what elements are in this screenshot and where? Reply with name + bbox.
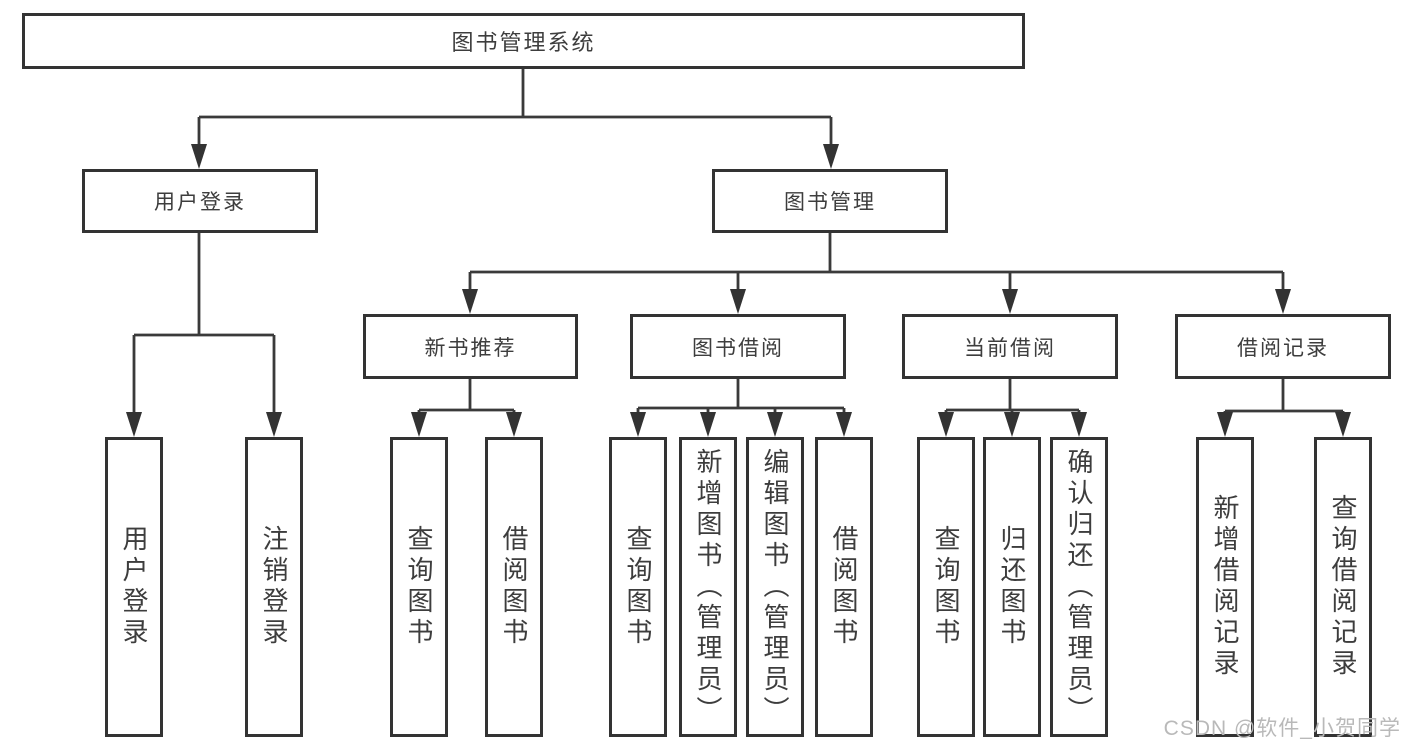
connector-borrow-records xyxy=(1223,379,1345,418)
node-system-root: 图书管理系统 xyxy=(22,13,1025,69)
arrowhead xyxy=(411,412,427,437)
leaf-return-books: 归还图书 xyxy=(983,437,1041,737)
arrowhead xyxy=(506,412,522,437)
csdn-watermark: CSDN @软件_小贺同学 xyxy=(1163,717,1401,740)
leaf-add-books-admin: 新增图书（管理员） xyxy=(679,437,737,737)
leaf-borrow-books-recommend: 借阅图书 xyxy=(485,437,543,737)
arrowhead xyxy=(1335,412,1351,437)
leaf-query-books-borrow: 查询图书 xyxy=(609,437,667,737)
leaf-logout: 注销登录 xyxy=(245,437,303,737)
arrowhead xyxy=(630,412,646,437)
arrowhead xyxy=(823,144,839,169)
connector-book-management xyxy=(468,233,1285,295)
node-new-book-recommend: 新书推荐 xyxy=(363,314,578,379)
leaf-query-borrow-record: 查询借阅记录 xyxy=(1314,437,1372,737)
arrowhead xyxy=(266,412,282,437)
connector-root xyxy=(197,69,833,150)
arrowhead xyxy=(1275,289,1291,314)
arrowhead xyxy=(191,144,207,169)
leaf-query-books-current: 查询图书 xyxy=(917,437,975,737)
connector-new-book xyxy=(417,379,516,418)
arrowhead xyxy=(938,412,954,437)
node-book-management: 图书管理 xyxy=(712,169,948,233)
leaf-edit-books-admin: 编辑图书（管理员） xyxy=(746,437,804,737)
arrowhead xyxy=(1071,412,1087,437)
leaf-confirm-return-admin: 确认归还（管理员） xyxy=(1050,437,1108,737)
node-book-borrow: 图书借阅 xyxy=(630,314,846,379)
node-borrow-records: 借阅记录 xyxy=(1175,314,1391,379)
arrowhead xyxy=(767,412,783,437)
arrowhead xyxy=(1002,289,1018,314)
arrowhead xyxy=(700,412,716,437)
node-user-login: 用户登录 xyxy=(82,169,318,233)
connector-user-login xyxy=(132,233,276,418)
connector-book-borrow xyxy=(636,379,846,418)
arrowhead xyxy=(1217,412,1233,437)
arrowhead xyxy=(462,289,478,314)
arrowhead xyxy=(730,289,746,314)
leaf-user-login: 用户登录 xyxy=(105,437,163,737)
leaf-borrow-books: 借阅图书 xyxy=(815,437,873,737)
leaf-add-borrow-record: 新增借阅记录 xyxy=(1196,437,1254,737)
node-current-borrow: 当前借阅 xyxy=(902,314,1118,379)
leaf-query-books-recommend: 查询图书 xyxy=(390,437,448,737)
arrowhead xyxy=(126,412,142,437)
arrowhead xyxy=(836,412,852,437)
arrowhead xyxy=(1004,412,1020,437)
